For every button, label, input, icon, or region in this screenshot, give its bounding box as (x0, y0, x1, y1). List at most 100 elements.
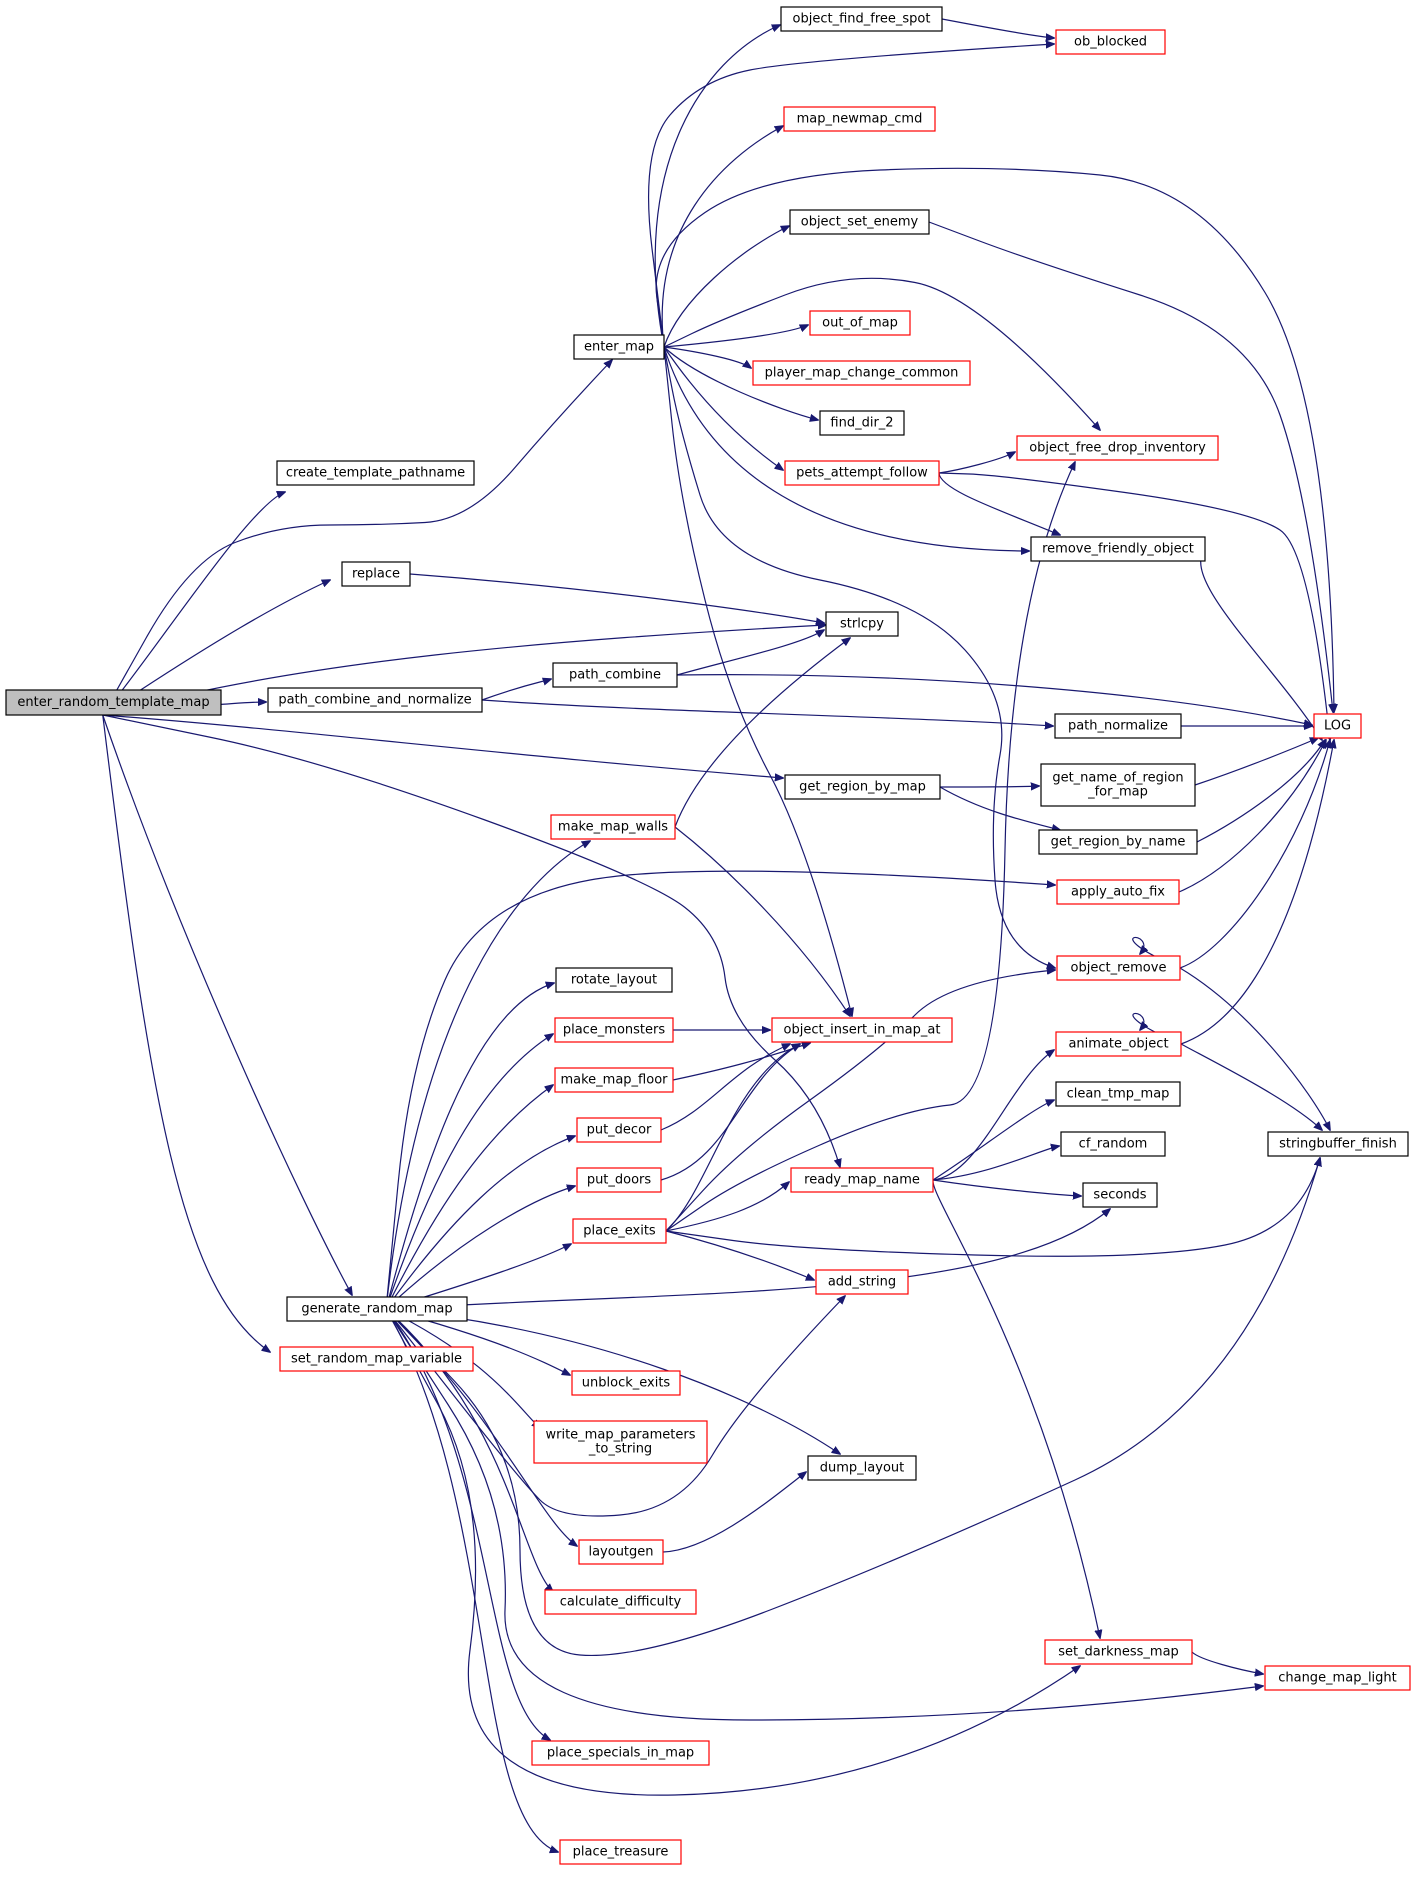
node-get-name-of-region-for-map[interactable]: get_name_of_region_for_map (1040, 763, 1196, 807)
node-object-insert-in-map-at[interactable]: object_insert_in_map_at (771, 1017, 953, 1043)
node-set-random-map-variable[interactable]: set_random_map_variable (279, 1346, 474, 1372)
node-rotate-layout[interactable]: rotate_layout (555, 967, 673, 993)
node-remove-friendly-object[interactable]: remove_friendly_object (1030, 536, 1206, 562)
node-label: write_map_parameters (546, 1428, 696, 1443)
node-animate-object[interactable]: animate_object (1055, 1031, 1182, 1057)
node-put-doors[interactable]: put_doors (576, 1167, 662, 1193)
node-label: get_region_by_map (799, 780, 926, 795)
node-unblock-exits[interactable]: unblock_exits (571, 1370, 681, 1396)
node-map-newmap-cmd[interactable]: map_newmap_cmd (783, 106, 936, 132)
edge-put-doors-to-object-insert-in-map-at (660, 1044, 800, 1181)
node-box (1060, 1131, 1166, 1157)
node-get-region-by-name[interactable]: get_region_by_name (1038, 829, 1198, 855)
node-label: path_normalize (1068, 719, 1168, 734)
node-label: find_dir_2 (830, 416, 893, 431)
edge-generate-random-map-to-stringbuffer-finish (385, 1158, 1320, 1657)
node-label: object_remove (1071, 961, 1167, 976)
node-label: enter_random_template_map (17, 695, 209, 710)
node-box (790, 1167, 934, 1193)
node-label: strlcpy (840, 617, 884, 632)
node-create-template-pathname[interactable]: create_template_pathname (276, 460, 475, 486)
node-box (571, 1370, 681, 1396)
node-label: create_template_pathname (286, 466, 465, 481)
node-label: _to_string (588, 1442, 652, 1457)
edge-generate-random-map-to-dump-layout (385, 1308, 840, 1454)
node-enter-random-template-map[interactable]: enter_random_template_map (5, 689, 222, 716)
node-object-remove[interactable]: object_remove (1056, 955, 1181, 981)
edge-generate-random-map-to-make-map-floor (385, 1085, 553, 1310)
node-box (573, 334, 665, 360)
node-box (783, 106, 936, 132)
node-calculate-difficulty[interactable]: calculate_difficulty (544, 1589, 697, 1615)
node-enter-map[interactable]: enter_map (573, 334, 665, 360)
node-ob-blocked[interactable]: ob_blocked (1055, 29, 1166, 55)
node-label: set_darkness_map (1058, 1645, 1179, 1660)
node-box (771, 1017, 953, 1043)
node-box (279, 1346, 474, 1372)
edge-enter-random-template-map-to-replace (102, 580, 330, 716)
node-box (572, 1218, 667, 1244)
node-add-string[interactable]: add_string (815, 1269, 909, 1295)
node-ready-map-name[interactable]: ready_map_name (790, 1167, 934, 1193)
node-seconds[interactable]: seconds (1082, 1182, 1158, 1208)
node-put-decor[interactable]: put_decor (576, 1117, 662, 1143)
edge-generate-random-map-to-place-treasure (385, 1308, 558, 1852)
node-label: ready_map_name (804, 1173, 920, 1188)
node-out-of-map[interactable]: out_of_map (809, 310, 911, 336)
node-box (5, 689, 222, 716)
node-stringbuffer-finish[interactable]: stringbuffer_finish (1267, 1131, 1409, 1157)
node-label: path_combine (569, 668, 661, 683)
node-label: player_map_change_common (765, 366, 959, 381)
edge-enter-map-to-player-map-change-common (663, 346, 751, 368)
node-place-specials-in-map[interactable]: place_specials_in_map (531, 1740, 710, 1766)
node-LOG[interactable]: LOG (1313, 713, 1362, 739)
node-layoutgen[interactable]: layoutgen (578, 1539, 664, 1565)
node-box (807, 1455, 917, 1481)
node-place-exits[interactable]: place_exits (572, 1218, 667, 1244)
node-apply-auto-fix[interactable]: apply_auto_fix (1056, 879, 1180, 905)
node-path-normalize[interactable]: path_normalize (1054, 713, 1182, 739)
node-label: out_of_map (822, 316, 898, 331)
node-find-dir-2[interactable]: find_dir_2 (819, 410, 905, 436)
node-box (1267, 1131, 1409, 1157)
node-box (576, 1167, 662, 1193)
node-place-treasure[interactable]: place_treasure (559, 1839, 682, 1865)
node-box (815, 1269, 909, 1295)
node-generate-random-map[interactable]: generate_random_map (286, 1296, 468, 1322)
edge-generate-random-map-to-apply-auto-fix (385, 870, 1055, 1310)
node-cf-random[interactable]: cf_random (1060, 1131, 1166, 1157)
node-set-darkness-map[interactable]: set_darkness_map (1044, 1639, 1193, 1665)
node-box (825, 611, 899, 637)
node-replace[interactable]: replace (341, 561, 411, 587)
node-object-free-drop-inventory[interactable]: object_free_drop_inventory (1016, 435, 1219, 461)
edge-get-region-by-name-to-LOG (1196, 740, 1325, 843)
node-object-find-free-spot[interactable]: object_find_free_spot (780, 6, 943, 32)
node-label: place_specials_in_map (547, 1746, 694, 1761)
node-clean-tmp-map[interactable]: clean_tmp_map (1055, 1081, 1181, 1107)
node-label: apply_auto_fix (1071, 885, 1165, 900)
edge-generate-random-map-to-change-map-light (385, 1308, 1263, 1721)
node-box (286, 1296, 468, 1322)
edge-animate-object-to-LOG (1180, 740, 1334, 1045)
node-place-monsters[interactable]: place_monsters (554, 1017, 674, 1043)
node-player-map-change-common[interactable]: player_map_change_common (752, 360, 971, 386)
node-path-combine-and-normalize[interactable]: path_combine_and_normalize (267, 687, 483, 713)
node-path-combine[interactable]: path_combine (552, 662, 678, 688)
node-strlcpy[interactable]: strlcpy (825, 611, 899, 637)
node-make-map-walls[interactable]: make_map_walls (550, 814, 676, 840)
edge-pets-attempt-follow-to-LOG (938, 472, 1330, 740)
node-change-map-light[interactable]: change_map_light (1264, 1665, 1411, 1691)
node-dump-layout[interactable]: dump_layout (807, 1455, 917, 1481)
node-label: animate_object (1068, 1037, 1168, 1052)
edge-make-map-walls-to-strlcpy (674, 638, 850, 828)
node-box (809, 310, 911, 336)
node-object-set-enemy[interactable]: object_set_enemy (789, 209, 930, 235)
edge-pets-attempt-follow-to-remove-friendly-object (938, 472, 1060, 535)
node-box (533, 1420, 708, 1464)
node-pets-attempt-follow[interactable]: pets_attempt_follow (784, 460, 940, 486)
node-get-region-by-map[interactable]: get_region_by_map (784, 774, 941, 800)
node-make-map-floor[interactable]: make_map_floor (554, 1067, 674, 1093)
edge-generate-random-map-to-put-doors (385, 1186, 575, 1310)
node-write-map-parameters-to-string[interactable]: write_map_parameters_to_string (533, 1420, 708, 1464)
edge-layoutgen-to-dump-layout (662, 1472, 806, 1553)
